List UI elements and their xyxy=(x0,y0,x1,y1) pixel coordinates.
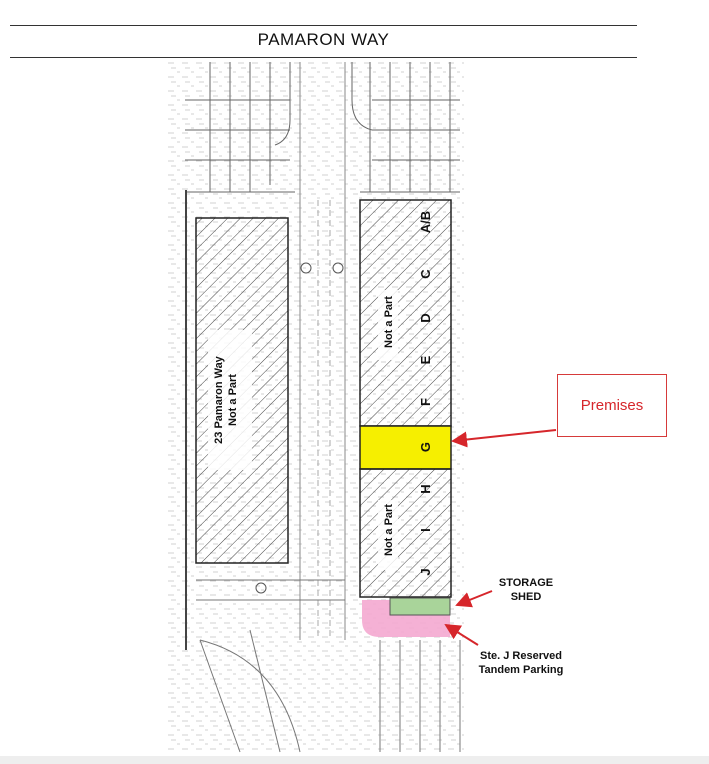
footer-bar xyxy=(0,756,709,764)
hydrant-marker-2 xyxy=(332,262,344,274)
suite-label-c: C xyxy=(418,269,433,279)
suite-label-h: H xyxy=(418,484,433,493)
east-building-north xyxy=(359,199,452,427)
reserved-parking-label: Ste. J Reserved Tandem Parking xyxy=(464,649,578,677)
west-building-label-line2: Not a Part xyxy=(227,374,239,426)
storage-arrow xyxy=(455,590,493,608)
header-top-rule xyxy=(10,25,637,26)
west-building-label-bg xyxy=(208,330,252,470)
east-building-south-label-bg xyxy=(378,500,398,570)
storage-shed-label-line2: SHED xyxy=(510,591,542,603)
storage-shed[interactable] xyxy=(389,597,451,616)
west-building-label-line1: 23 Pamaron Way xyxy=(213,355,225,444)
premises-callout: Premises xyxy=(557,374,667,437)
suite-label-g: G xyxy=(418,442,433,452)
east-building-south xyxy=(359,468,452,598)
south-parcel-lines xyxy=(196,579,461,753)
suite-label-i: I xyxy=(418,528,433,532)
east-building-north-label: Not a Part xyxy=(383,296,395,348)
reserved-parking-label-line2: Tandem Parking xyxy=(478,664,564,676)
suite-label-f: F xyxy=(418,398,433,406)
suite-label-e: E xyxy=(418,355,433,364)
storage-shed-label-line1: STORAGE xyxy=(498,577,554,589)
suite-label-d: D xyxy=(418,313,433,322)
suite-label-j: J xyxy=(418,568,433,575)
premises-arrow xyxy=(451,429,557,448)
hydrant-marker-1 xyxy=(300,262,312,274)
east-building-north-label-bg xyxy=(378,290,398,360)
suite-label-ab: A/B xyxy=(418,211,433,233)
storage-shed-label: STORAGE SHED xyxy=(486,576,566,604)
parking-arrow xyxy=(444,623,479,646)
suite-labels: A/B C D E F G H I J xyxy=(418,211,433,576)
north-parcel-lines xyxy=(185,62,460,640)
street-name-header: PAMARON WAY xyxy=(257,30,390,49)
east-building-south-label: Not a Part xyxy=(383,504,395,556)
reserved-parking-label-line1: Ste. J Reserved xyxy=(480,650,562,662)
header-bottom-rule xyxy=(10,57,637,58)
premises-suite-g[interactable] xyxy=(359,425,452,470)
hydrant-marker-3 xyxy=(255,582,267,594)
